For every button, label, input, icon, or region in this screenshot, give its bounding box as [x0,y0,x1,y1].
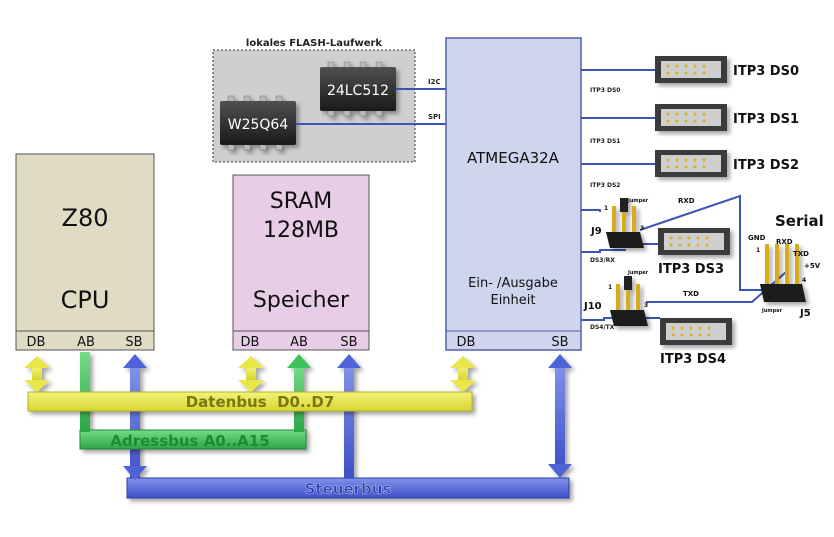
mcu-io-line1: Ein- /Ausgabe [468,276,558,291]
chip-24lc512-label: 24LC512 [327,83,389,99]
connector-ds2 [655,150,727,177]
serial-pin1: 1 [756,247,760,254]
sig-ds3: DS3/RX [590,257,615,264]
jumper-j9 [606,198,644,248]
cpu-db-label: DB [27,335,46,350]
flash-drive-title: lokales FLASH-Laufwerk [246,38,383,49]
sram-subtitle: Speicher [253,288,350,313]
serial-gnd: GND [748,234,766,242]
sram-db-label: DB [241,335,260,350]
serial-5v: +5V [804,262,821,270]
j10-txd: TXD [683,290,699,298]
chip-24lc512: 24LC512 [320,61,396,117]
serial-rxd: RXD [776,238,793,246]
cpu-subtitle: CPU [61,286,110,314]
connector-ds3 [658,228,730,255]
j10-label: J10 [583,301,602,312]
j9-jumper: Jumper [627,198,649,204]
sram-block: SRAM 128MB Speicher DB AB SB [232,174,370,351]
sram-sb-label: SB [340,335,357,350]
connector-ds1-label: ITP3 DS1 [733,112,799,127]
cpu-ab-label: AB [77,335,95,350]
flash-drive-panel: lokales FLASH-Laufwerk 24LC512 W25Q64 I2… [212,38,446,163]
j10-jumper: Jumper [627,270,649,276]
signal-labels: ITP3 DS0 ITP3 DS1 ITP3 DS2 DS3/RX DS4/TX [590,87,620,331]
cpu-block: Z80 CPU DB AB SB [15,153,155,351]
connector-ds1 [655,104,727,131]
chip-w25q64-label: W25Q64 [228,117,289,133]
connector-ds0 [655,56,727,83]
connector-ds0-label: ITP3 DS0 [733,64,799,79]
sig-ds1: ITP3 DS1 [590,138,620,145]
cpu-title: Z80 [62,204,109,232]
control-bus [123,354,572,499]
j9-pin3: 3 [640,225,644,232]
connector-ds4 [660,318,732,345]
connector-ds2-label: ITP3 DS2 [733,158,799,173]
j10-pin3: 3 [644,302,648,309]
i2c-label: I2C [428,78,441,86]
address-bus-label: Adressbus A0..A15 [110,432,269,450]
connector-ds3-label: ITP3 DS3 [658,262,724,277]
spi-label: SPI [428,113,441,121]
serial-title: Serial [775,212,824,230]
chip-w25q64: W25Q64 [220,95,296,151]
sig-ds0: ITP3 DS0 [590,87,620,94]
j9-label: J9 [590,226,602,237]
mcu-title: ATMEGA32A [467,149,560,167]
j9-pin1: 1 [604,205,608,212]
data-bus-label: Datenbus D0..D7 [186,393,335,411]
mcu-io-line2: Einheit [490,293,535,308]
mcu-sb-label: SB [551,335,568,350]
j9-rxd: RXD [678,197,695,205]
serial-jumper: Jumper [761,308,783,314]
sram-ab-label: AB [290,335,308,350]
serial-pin4: 4 [802,277,806,284]
control-bus-label: Steuerbus [305,480,392,498]
mcu-db-label: DB [457,335,476,350]
cpu-sb-label: SB [125,335,142,350]
serial-txd: TXD [793,250,809,258]
sram-size: 128MB [263,218,339,243]
jumper-j10 [610,276,648,326]
sig-ds4: DS4/TX [590,324,615,331]
mcu-block: ATMEGA32A Ein- /Ausgabe Einheit DB SB [445,37,582,351]
sram-title: SRAM [270,189,332,214]
data-bus [24,356,476,412]
j10-pin1: 1 [608,284,612,291]
j5-label: J5 [799,308,811,319]
sig-ds2: ITP3 DS2 [590,182,620,189]
connector-ds4-label: ITP3 DS4 [660,352,726,367]
serial-header-j5 [760,244,806,302]
